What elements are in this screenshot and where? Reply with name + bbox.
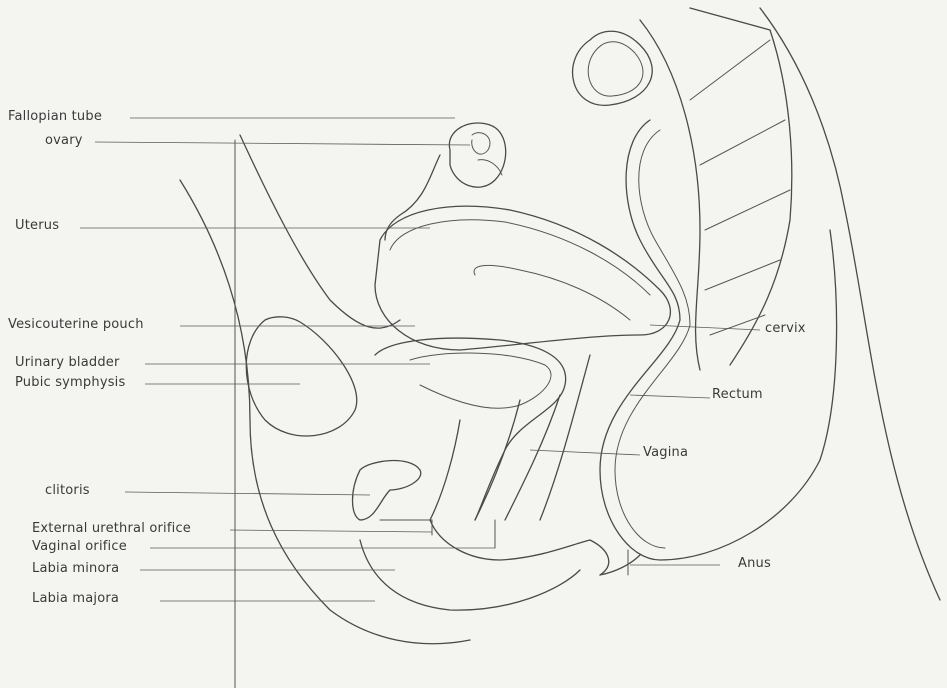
urethra xyxy=(430,420,460,520)
label-pubic-symphysis: Pubic symphysis xyxy=(15,376,125,389)
labia-minora-shape xyxy=(430,520,609,575)
fallopian-tube-shape xyxy=(385,155,440,240)
bladder-inner xyxy=(410,353,551,408)
rectum-outline xyxy=(600,120,837,560)
label-uterus: Uterus xyxy=(15,219,59,232)
uterus-inner-wall xyxy=(390,220,650,295)
ovary-detail xyxy=(472,133,502,175)
label-ovary: ovary xyxy=(45,134,83,147)
colon-loop-top-inner xyxy=(588,42,643,96)
uterus-cavity xyxy=(474,265,630,320)
label-vaginal-orifice: Vaginal orifice xyxy=(32,540,127,553)
clitoris-shape xyxy=(353,461,421,520)
pubic-symphysis-shape xyxy=(246,317,356,436)
bladder-outline xyxy=(375,338,566,520)
label-anus: Anus xyxy=(738,557,771,570)
abdominal-wall-inner xyxy=(240,135,400,328)
sacral-segment-lines xyxy=(690,40,790,335)
back-contour xyxy=(760,8,940,600)
label-labia-majora: Labia majora xyxy=(32,592,119,605)
abdominal-wall-outer xyxy=(180,180,470,644)
colon-loop-top xyxy=(573,31,653,105)
orifice-brackets xyxy=(380,520,628,575)
label-vagina: Vagina xyxy=(643,446,688,459)
labia-majora-shape xyxy=(360,540,580,610)
label-vesicouterine-pouch: Vesicouterine pouch xyxy=(8,318,144,331)
label-external-urethral-orifice: External urethral orifice xyxy=(32,522,191,535)
vagina-back-wall xyxy=(505,395,560,520)
label-rectum: Rectum xyxy=(712,388,763,401)
label-urinary-bladder: Urinary bladder xyxy=(15,356,120,369)
label-fallopian-tube: Fallopian tube xyxy=(8,110,102,123)
label-labia-minora: Labia minora xyxy=(32,562,119,575)
label-clitoris: clitoris xyxy=(45,484,90,497)
label-cervix: cervix xyxy=(765,322,806,335)
